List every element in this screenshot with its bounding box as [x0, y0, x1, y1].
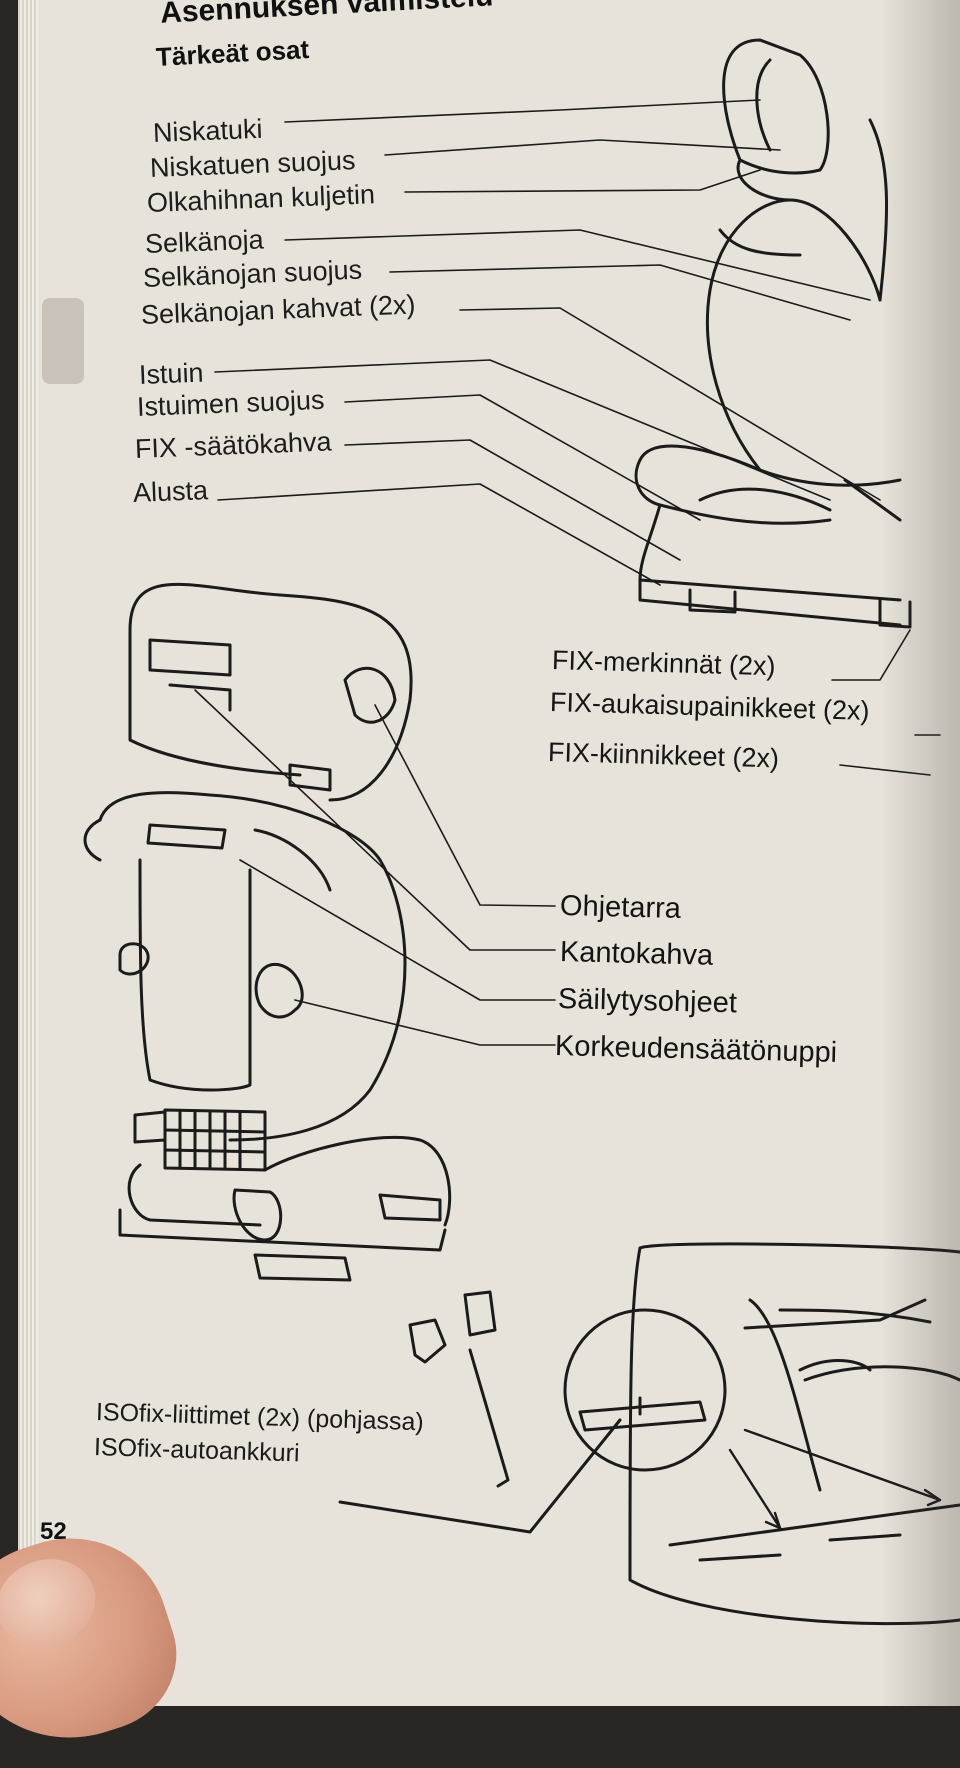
label-fix-kiinnikkeet: FIX-kiinnikkeet (2x): [547, 737, 780, 774]
label-alusta: Alusta: [132, 475, 209, 508]
label-ohjetarra: Ohjetarra: [559, 890, 682, 925]
label-selkanoja: Selkänoja: [144, 224, 265, 259]
label-niskatuki: Niskatuki: [152, 113, 264, 148]
section-tab-marker: [42, 298, 84, 384]
label-sailytysohjeet: Säilytysohjeet: [557, 983, 738, 1020]
label-fix-merkinnat: FIX-merkinnät (2x): [551, 645, 776, 682]
isofix-connectors: [338, 1290, 622, 1534]
label-korkeudensaatonuppi: Korkeudensäätönuppi: [554, 1030, 838, 1069]
leader-lines-top: [214, 99, 941, 776]
car-bench-detail: [563, 1242, 960, 1626]
label-kantokahva: Kantokahva: [559, 936, 714, 972]
seat-front-view: [634, 38, 912, 629]
page-edges: [18, 0, 38, 1706]
label-istuin: Istuin: [138, 357, 205, 390]
seat-rear-view: [83, 582, 452, 1282]
car-seat-illustration: [83, 38, 960, 1626]
leader-lines-back: [194, 689, 556, 1046]
